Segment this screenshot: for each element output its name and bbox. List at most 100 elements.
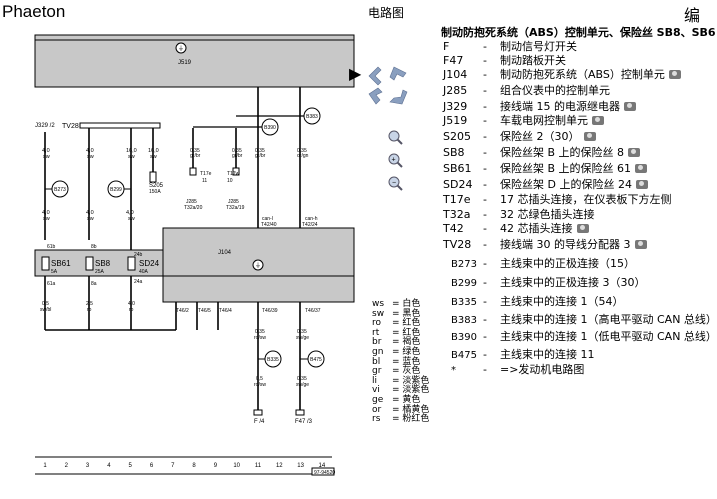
svg-text:0,35: 0,35 [297,376,307,382]
svg-text:sw: sw [87,216,94,222]
color-code: or [372,404,382,415]
legend-text: 接线端 30 的导线分配器 3 [500,238,631,251]
svg-text:SB61: SB61 [51,259,71,268]
legend-code: SD24 [443,178,473,191]
camera-icon[interactable] [583,132,596,141]
svg-text:61a: 61a [47,281,56,287]
legend-text: 主线束中的正极连接（15） [500,257,635,270]
legend-dash: - [483,193,487,206]
legend-code: T17e [443,193,471,206]
legend-dash: - [483,54,487,67]
camera-icon[interactable] [635,164,648,173]
grid-number: 1 [43,463,47,469]
grid-number: 10 [233,463,240,469]
color-code-item: sw= 黑色 [372,308,421,319]
legend-dash: - [483,295,487,308]
legend-dash: - [483,276,487,289]
svg-text:T17w: T17w [227,171,240,177]
svg-text:can-l: can-l [262,216,273,222]
svg-text:5A: 5A [51,269,58,275]
svg-text:sw/ge: sw/ge [296,335,309,341]
legend-code: SB8 [443,146,465,159]
legend-code: T32a [443,208,471,221]
camera-icon[interactable] [634,240,647,249]
legend-text: 主线束中的连接 1（54） [500,295,624,308]
color-code-item: br= 褐色 [372,337,421,348]
grid-number: 8 [192,463,196,469]
svg-text:ro/sw: ro/sw [254,335,266,341]
legend-item: T17e-17 芯插头连接，在仪表板下方左侧 [443,191,672,207]
svg-text:+: + [392,157,396,164]
svg-text:sw: sw [128,154,135,160]
svg-text:0,35: 0,35 [232,148,242,154]
grid-number: 11 [255,463,262,469]
svg-text:0,35: 0,35 [297,329,307,335]
legend-item: J104-制动防抱死系统（ABS）控制单元 [443,66,681,82]
svg-text:0,35: 0,35 [190,148,200,154]
tv28-bar [79,122,161,129]
svg-text:24b: 24b [134,252,143,258]
svg-text:sw: sw [87,154,94,160]
color-code: gn [372,347,384,357]
next-page-arrow[interactable]: ▶ [349,66,362,83]
color-code: vi [372,385,380,396]
legend-item: SD24-保险丝架 D 上的保险丝 24 [443,176,648,192]
color-code-item: ro= 红色 [372,318,421,329]
svg-text:−: − [392,180,396,187]
svg-text:sw/ge: sw/ge [296,382,309,388]
legend-item: B475-主线束中的连接 11 [443,346,595,362]
legend-title: 制动防抱死系统（ABS）控制单元、保险丝 SB8、SB6 [441,26,716,39]
camera-icon[interactable] [592,116,604,125]
legend-code: B390 [451,332,477,343]
legend-item: J519-车载电网控制单元 [443,112,604,128]
grid-number: 2 [65,463,69,469]
color-code-item: vi= 淡紫色 [372,385,430,396]
camera-icon[interactable] [668,70,681,79]
color-name: 灰色 [402,366,421,377]
legend-code: J329 [443,100,468,113]
color-code-item: ws= 白色 [372,299,421,309]
legend-text: 主线束中的连接 1（高电平驱动 CAN 总线） [500,313,717,326]
grid-number: 3 [86,463,90,469]
legend-item: F47-制动踏板开关 [443,52,566,68]
camera-icon[interactable] [624,102,636,111]
color-code-item: gn= 绿色 [372,347,421,357]
svg-text:0,35: 0,35 [255,329,265,335]
label-tv28: TV28 [62,123,79,130]
pan-down-left-icon [368,87,383,105]
camera-icon[interactable] [635,180,648,189]
svg-text:T42/24: T42/24 [302,222,318,228]
svg-text:T46/37: T46/37 [305,308,321,314]
color-name: 粉红色 [402,414,430,425]
color-name: 绿色 [402,347,421,357]
svg-text:4,0: 4,0 [86,210,94,216]
legend-code: T42 [443,222,464,235]
svg-text:sw: sw [150,154,157,160]
legend-item: B335-主线束中的连接 1（54） [443,293,624,309]
color-code-item: li= 淡紫色 [372,375,430,386]
pan-controls[interactable] [366,64,410,108]
legend-item: B299-主线束中的正极连接 3（30） [443,274,646,290]
legend-dash: - [483,208,487,221]
legend-dash: - [483,40,487,53]
grid-number: 6 [150,463,154,469]
zoom-controls[interactable]: + − [386,128,404,194]
legend-dash: - [483,348,487,361]
legend-code: J285 [443,84,468,97]
svg-text:ro: ro [129,307,134,313]
camera-icon[interactable] [576,224,589,233]
svg-text:B335: B335 [267,357,279,363]
edit-label[interactable]: 编 [684,6,701,25]
legend-item: *-=>发动机电路图 [443,361,584,377]
camera-icon[interactable] [628,148,641,157]
legend-item: F-制动信号灯开关 [443,38,577,54]
legend-code: B273 [451,259,477,270]
legend-dash: - [483,222,487,235]
legend-text: 车载电网控制单元 [500,114,588,127]
grid-number: 7 [171,463,175,469]
svg-text:sw: sw [43,154,50,160]
svg-text:sw: sw [128,216,135,222]
color-name: 蓝色 [402,356,421,367]
legend-text: 42 芯插头连接 [500,222,573,235]
legend-text: 接线端 15 的电源继电器 [500,100,620,113]
